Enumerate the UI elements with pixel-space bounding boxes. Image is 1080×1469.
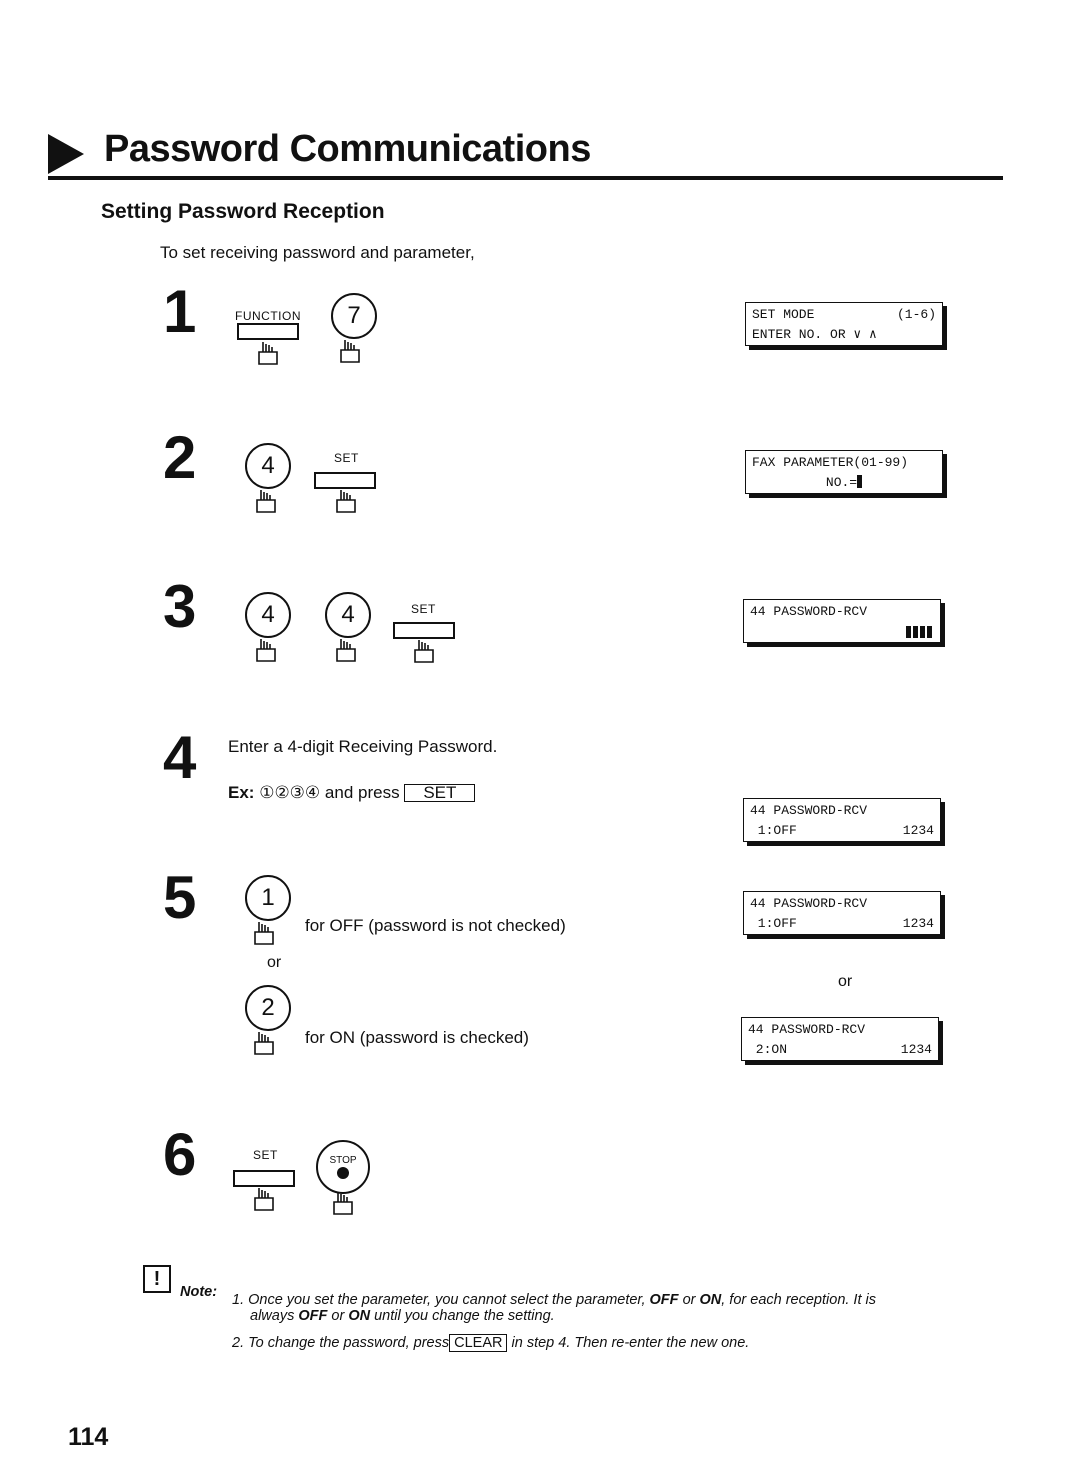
intro-text: To set receiving password and parameter,: [160, 243, 475, 262]
key-1: 1: [245, 875, 291, 921]
display-text: NO.=: [825, 475, 858, 490]
note-emph: ON: [699, 1292, 722, 1308]
display-text: 2:ON: [748, 1042, 788, 1057]
stop-key-label: STOP: [329, 1155, 357, 1166]
display-text: ENTER NO. OR ∨ ∧: [752, 327, 877, 342]
display-text: 1:OFF: [750, 916, 797, 931]
note-text: until you change the setting.: [374, 1308, 555, 1324]
display-password-off: 44 PASSWORD-RCV 1:OFF 1234: [743, 891, 941, 935]
hand-press-icon: [254, 922, 274, 945]
display-text: 44 PASSWORD-RCV: [750, 896, 868, 911]
set-key: [393, 622, 455, 639]
step-number-2: 2: [163, 424, 197, 491]
cursor-block: [857, 475, 863, 488]
step5-off-text: for OFF (password is not checked): [305, 916, 566, 935]
note-item-1-cont: always OFF or ON until you change the se…: [250, 1308, 555, 1324]
display-text: 44 PASSWORD-RCV: [750, 604, 868, 619]
display-password-rcv-1234: 44 PASSWORD-RCV 1:OFF 1234: [743, 798, 941, 842]
display-set-mode: SET MODE (1-6) ENTER NO. OR ∨ ∧: [745, 302, 943, 346]
set-key-label: SET: [334, 451, 359, 465]
display-text: FAX PARAMETER(01-99): [752, 455, 909, 470]
input-bars: [906, 626, 934, 638]
or-text: or: [267, 954, 282, 971]
display-text: 1:OFF: [750, 823, 797, 838]
function-key: [237, 323, 299, 340]
set-key-label: SET: [253, 1148, 278, 1162]
step-number-5: 5: [163, 864, 197, 931]
hand-press-icon: [258, 342, 278, 365]
hand-press-icon: [256, 639, 276, 662]
display-password-rcv: 44 PASSWORD-RCV: [743, 599, 941, 643]
set-key-label: SET: [411, 602, 436, 616]
step4-text: Enter a 4-digit Receiving Password.: [228, 737, 498, 756]
note-text: , for each reception. It is: [721, 1292, 876, 1308]
hand-press-icon: [340, 340, 360, 363]
key-4: 4: [325, 592, 371, 638]
set-key: [233, 1170, 295, 1187]
note-text: always: [250, 1308, 295, 1324]
stop-icon: [337, 1167, 349, 1179]
display-text: 44 PASSWORD-RCV: [748, 1022, 866, 1037]
note-icon: !: [143, 1265, 171, 1293]
hand-press-icon: [414, 640, 434, 663]
page-number: 114: [68, 1423, 109, 1451]
note-emph: OFF: [649, 1292, 679, 1308]
hand-press-icon: [256, 490, 276, 513]
example-digits: ①②③④: [259, 783, 321, 802]
display-fax-parameter: FAX PARAMETER(01-99) NO.=: [745, 450, 943, 494]
note-text: To change the password, press: [248, 1335, 450, 1351]
note-text: or: [682, 1292, 696, 1308]
step-number-3: 3: [163, 573, 197, 640]
example-prefix: Ex:: [228, 783, 255, 802]
display-text: 1234: [902, 916, 934, 931]
page-title: Password Communications: [104, 128, 591, 170]
function-key-label: FUNCTION: [235, 309, 301, 323]
note-text: or: [331, 1308, 345, 1324]
note-text: Once you set the parameter, you cannot s…: [248, 1292, 646, 1308]
note-label: Note:: [180, 1284, 218, 1300]
note-item-1: 1. Once you set the parameter, you canno…: [232, 1292, 992, 1308]
triangle-bullet-icon: [48, 134, 84, 174]
stop-key: STOP: [316, 1140, 370, 1194]
step4-example: Ex: ①②③④ and press SET: [228, 783, 476, 803]
hand-press-icon: [333, 1192, 353, 1215]
note-num: 1.: [232, 1292, 245, 1308]
step-number-4: 4: [163, 724, 197, 791]
display-text: 1234: [900, 1042, 932, 1057]
note-emph: OFF: [298, 1308, 328, 1324]
key-4: 4: [245, 443, 291, 489]
hand-press-icon: [336, 639, 356, 662]
display-text: 1234: [902, 823, 934, 838]
hand-press-icon: [254, 1188, 274, 1211]
display-text: 44 PASSWORD-RCV: [750, 803, 868, 818]
key-2: 2: [245, 985, 291, 1031]
step-number-6: 6: [163, 1121, 197, 1188]
note-num: 2.: [232, 1335, 245, 1351]
display-text: (1-6): [896, 307, 936, 322]
title-rule: [48, 176, 1003, 180]
set-key: [314, 472, 376, 489]
display-password-on: 44 PASSWORD-RCV 2:ON 1234: [741, 1017, 939, 1061]
section-heading: Setting Password Reception: [101, 200, 385, 223]
key-7: 7: [331, 293, 377, 339]
hand-press-icon: [336, 490, 356, 513]
step-number-1: 1: [163, 278, 197, 345]
display-or-text: or: [838, 973, 853, 990]
key-4: 4: [245, 592, 291, 638]
set-key-inline: SET: [404, 784, 476, 802]
step5-on-text: for ON (password is checked): [305, 1028, 529, 1047]
note-text: in step 4. Then re-enter the new one.: [511, 1335, 750, 1351]
and-press-text: and press: [324, 783, 400, 802]
note-emph: ON: [348, 1308, 371, 1324]
clear-key-inline: CLEAR: [449, 1334, 508, 1352]
display-text: SET MODE: [752, 307, 815, 322]
hand-press-icon: [254, 1032, 274, 1055]
